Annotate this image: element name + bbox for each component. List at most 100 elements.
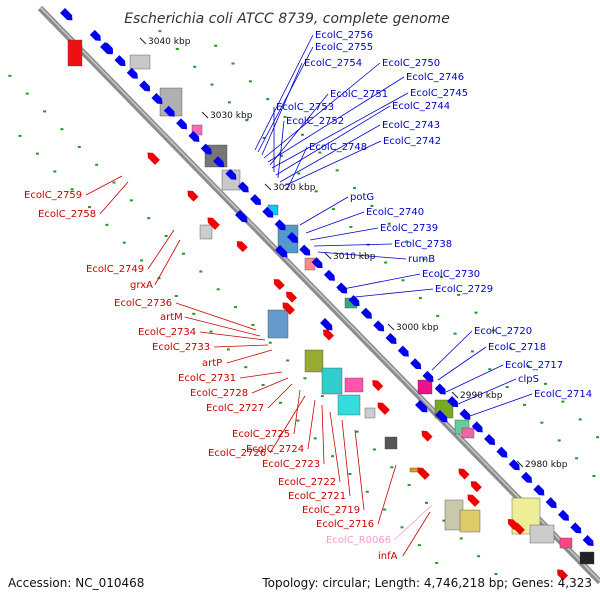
reverse-leader-line <box>154 239 181 286</box>
gc-dot <box>435 561 439 564</box>
gc-dot <box>25 92 29 95</box>
gc-dot <box>575 457 579 460</box>
reverse-leader-line <box>239 371 283 379</box>
reverse-leader-line <box>307 399 316 450</box>
gc-dot <box>234 306 238 309</box>
reverse-gene-arrow <box>323 329 335 341</box>
forward-leader-line <box>457 378 517 405</box>
gc-dot <box>459 537 463 540</box>
forward-gene-arrow <box>250 194 261 206</box>
gc-dot <box>303 377 307 380</box>
gc-dot <box>390 466 394 469</box>
reverse-gene-label: artM <box>160 312 183 323</box>
forward-gene-arrow <box>410 358 422 370</box>
gc-dot <box>384 261 388 264</box>
forward-gene-arrow <box>397 345 409 357</box>
gc-dot <box>300 133 304 136</box>
forward-leader-line <box>354 288 434 298</box>
kbp-tick-mark <box>201 111 209 119</box>
reverse-leader-line <box>393 504 433 541</box>
gc-dot <box>348 472 352 475</box>
gc-dot <box>387 222 391 225</box>
forward-leader-line <box>431 330 473 371</box>
forward-gene-arrow <box>114 55 126 67</box>
gc-dot <box>578 418 582 421</box>
kbp-tick-label: 3040 kbp <box>148 37 191 47</box>
reverse-gene-label: EcolC_2758 <box>38 209 96 220</box>
reverse-leader-line <box>175 302 257 331</box>
forward-gene-arrow <box>521 471 533 483</box>
gc-dot <box>283 115 287 118</box>
forward-gene-arrow <box>188 130 200 142</box>
feature-block <box>304 349 324 373</box>
gc-dot <box>268 341 272 344</box>
reverse-leader-line <box>267 383 293 409</box>
reverse-gene-arrow <box>286 291 298 303</box>
reverse-gene-label: EcolC_2716 <box>316 519 374 530</box>
reverse-gene-arrow <box>187 190 199 202</box>
forward-gene-label: EcolC_2750 <box>382 58 440 69</box>
forward-gene-label: rumB <box>408 254 435 265</box>
rna-gene-label: EcolC_R0066 <box>326 535 391 546</box>
feature-block <box>344 377 364 393</box>
forward-gene-label: EcolC_2729 <box>435 284 493 295</box>
kbp-tick-mark <box>324 252 332 260</box>
gc-dot <box>18 134 22 137</box>
forward-leader-line <box>283 140 382 187</box>
gc-dot <box>140 259 144 262</box>
gc-dot <box>335 169 339 172</box>
gc-dot <box>216 288 220 291</box>
forward-gene-label: EcolC_2714 <box>534 389 592 400</box>
gc-dot <box>175 47 179 50</box>
topology-text: Topology: circular; Length: 4,746,218 bp… <box>261 576 592 590</box>
gc-dot <box>164 234 168 237</box>
gc-dot <box>491 329 495 332</box>
forward-leader-line <box>275 105 391 176</box>
accession-text: Accession: NC_010468 <box>8 576 144 590</box>
feature-block <box>559 537 573 549</box>
reverse-gene-label: EcolC_2736 <box>114 298 172 309</box>
gc-dot <box>418 297 422 300</box>
gc-dot <box>193 65 197 68</box>
gc-dot <box>210 83 214 86</box>
forward-gene-label: EcolC_2755 <box>315 42 373 53</box>
forward-gene-arrow <box>311 257 323 269</box>
gc-dot <box>279 154 283 157</box>
kbp-tick-mark <box>451 391 459 399</box>
gc-dot <box>244 366 248 369</box>
gc-dot <box>199 270 203 273</box>
gc-dot <box>407 484 411 487</box>
forward-gene-label: clpS <box>518 374 539 385</box>
gc-dot <box>181 252 185 255</box>
gc-dot <box>405 240 409 243</box>
gc-dot <box>227 101 231 104</box>
forward-gene-arrow <box>447 396 459 408</box>
feature-block <box>67 39 83 67</box>
forward-leader-line <box>286 146 308 191</box>
reverse-gene-label: EcolC_2727 <box>206 403 264 414</box>
gc-dot <box>505 386 509 389</box>
gc-dot <box>70 188 74 191</box>
forward-gene-arrow <box>126 67 138 79</box>
forward-leader-line <box>261 62 303 156</box>
gc-dot <box>174 295 178 298</box>
forward-leader-line <box>269 93 329 166</box>
forward-leader-line <box>313 243 393 247</box>
forward-gene-arrow <box>415 400 428 413</box>
kbp-tick-label: 2990 kbp <box>460 391 503 401</box>
kbp-tick-mark <box>139 37 147 45</box>
gc-dot <box>35 152 39 155</box>
forward-leader-line <box>337 273 421 291</box>
gc-dot <box>158 30 162 33</box>
reverse-leader-line <box>377 464 397 525</box>
gc-dot <box>314 190 318 193</box>
reverse-gene-arrow <box>512 522 525 535</box>
reverse-leader-line <box>402 511 431 557</box>
forward-gene-label: potG <box>350 192 374 203</box>
reverse-leader-line <box>329 411 341 483</box>
gc-dot <box>318 151 322 154</box>
forward-leader-line <box>263 62 381 159</box>
reverse-leader-line <box>213 344 269 348</box>
reverse-leader-line <box>354 429 365 511</box>
